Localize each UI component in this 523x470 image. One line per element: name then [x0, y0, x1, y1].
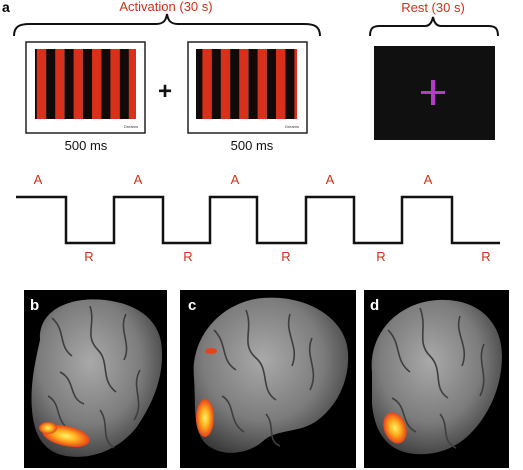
waveform-label-rest: R	[84, 249, 93, 264]
stimulus-2-duration: 500 ms	[231, 138, 274, 153]
svg-text:Dreams: Dreams	[285, 124, 299, 129]
waveform-label-rest: R	[183, 249, 192, 264]
stimulus-1-duration: 500 ms	[65, 138, 108, 153]
panel-letter-c: c	[188, 297, 196, 314]
plus-sign: +	[158, 78, 172, 105]
panel-letter-b: b	[30, 297, 39, 314]
waveform-label-activation: A	[326, 172, 335, 187]
panel-letter-d: d	[370, 297, 379, 314]
waveform-label-rest: R	[376, 249, 385, 264]
waveform-label-activation: A	[424, 172, 433, 187]
waveform-label-rest: R	[281, 249, 290, 264]
brain-panel-b: b	[24, 290, 167, 468]
checkerboard-stimulus-1: Dreams	[25, 41, 146, 134]
waveform-label-activation: A	[231, 172, 240, 187]
svg-text:Dreams: Dreams	[124, 124, 138, 129]
activation-label: Activation (30 s)	[119, 0, 212, 14]
activation-brace	[13, 13, 321, 37]
checkerboard-stimulus-2: Dreams	[187, 41, 308, 134]
block-design-waveform	[16, 195, 500, 245]
rest-fixation-screen	[374, 46, 495, 140]
rest-label: Rest (30 s)	[401, 0, 465, 15]
rest-brace	[369, 16, 499, 37]
waveform-label-activation: A	[134, 172, 143, 187]
waveform-label-rest: R	[481, 249, 490, 264]
brain-panel-d: d	[364, 290, 509, 468]
waveform-label-activation: A	[34, 172, 43, 187]
brain-panel-c: c	[180, 290, 356, 468]
panel-letter-a: a	[2, 0, 10, 15]
